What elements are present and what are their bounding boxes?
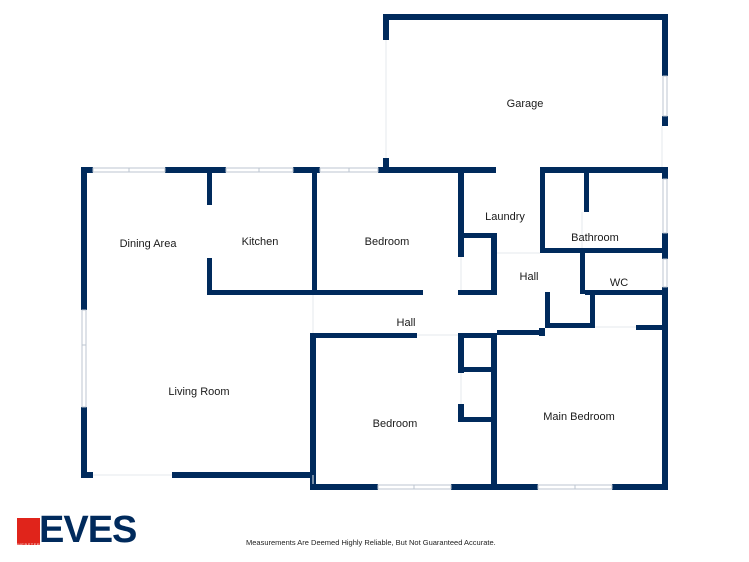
eves-logo: WEBSTER EVES (17, 509, 162, 551)
wall (458, 233, 497, 238)
wall (312, 167, 317, 295)
logo-wordmark: EVES (39, 509, 137, 551)
wall (165, 167, 226, 173)
wall (540, 248, 668, 253)
wall (636, 325, 668, 330)
room-label-living-room: Living Room (168, 386, 229, 398)
wall (497, 330, 545, 335)
wall (458, 404, 464, 422)
wall (458, 167, 464, 257)
window (662, 75, 668, 117)
wall (458, 367, 494, 372)
wall (662, 167, 668, 179)
wall (612, 484, 668, 490)
wall (585, 290, 668, 295)
wall (662, 287, 668, 490)
wall (458, 290, 497, 295)
windows (81, 75, 668, 490)
room-label-hall-main: Hall (397, 317, 416, 329)
wall (310, 333, 316, 490)
wall (545, 292, 550, 328)
disclaimer-text: Measurements Are Deemed Highly Reliable,… (246, 538, 496, 547)
wall (662, 233, 668, 259)
wall (383, 14, 389, 40)
window (81, 309, 87, 408)
window (662, 258, 668, 288)
room-label-kitchen: Kitchen (242, 236, 279, 248)
wall (293, 167, 320, 173)
wall (310, 484, 378, 490)
wall (172, 472, 316, 478)
wall (491, 233, 497, 295)
logo-red-block: WEBSTER (17, 518, 41, 547)
wall (584, 167, 589, 212)
room-label-wc: WC (610, 277, 628, 289)
wall (81, 407, 87, 478)
window (662, 178, 668, 234)
wall (207, 167, 212, 205)
room-label-laundry: Laundry (485, 211, 525, 223)
wall (310, 333, 417, 338)
room-label-bedroom-bottom: Bedroom (373, 418, 418, 430)
wall (207, 258, 212, 295)
wall (458, 333, 464, 373)
wall (491, 333, 497, 490)
room-label-bedroom-top: Bedroom (365, 236, 410, 248)
wall (458, 333, 494, 338)
openings (93, 40, 663, 484)
wall (383, 14, 668, 20)
room-label-bathroom: Bathroom (571, 232, 619, 244)
wall (545, 323, 595, 328)
wall (458, 417, 494, 422)
wall (590, 292, 595, 328)
wall (540, 167, 668, 173)
wall (580, 253, 585, 294)
wall (81, 472, 93, 478)
wall (540, 167, 545, 251)
wall (662, 116, 668, 126)
room-label-hall-small: Hall (520, 271, 539, 283)
room-label-main-bedroom: Main Bedroom (543, 411, 615, 423)
room-label-dining-area: Dining Area (120, 238, 178, 250)
wall (81, 167, 87, 310)
walls (81, 14, 668, 490)
room-label-garage: Garage (507, 98, 544, 110)
room-labels: Garage Laundry Bathroom WC Hall Dining A… (120, 98, 629, 430)
logo-subtext: WEBSTER (17, 542, 41, 547)
wall (662, 14, 668, 76)
wall (378, 167, 496, 173)
wall (383, 158, 389, 170)
